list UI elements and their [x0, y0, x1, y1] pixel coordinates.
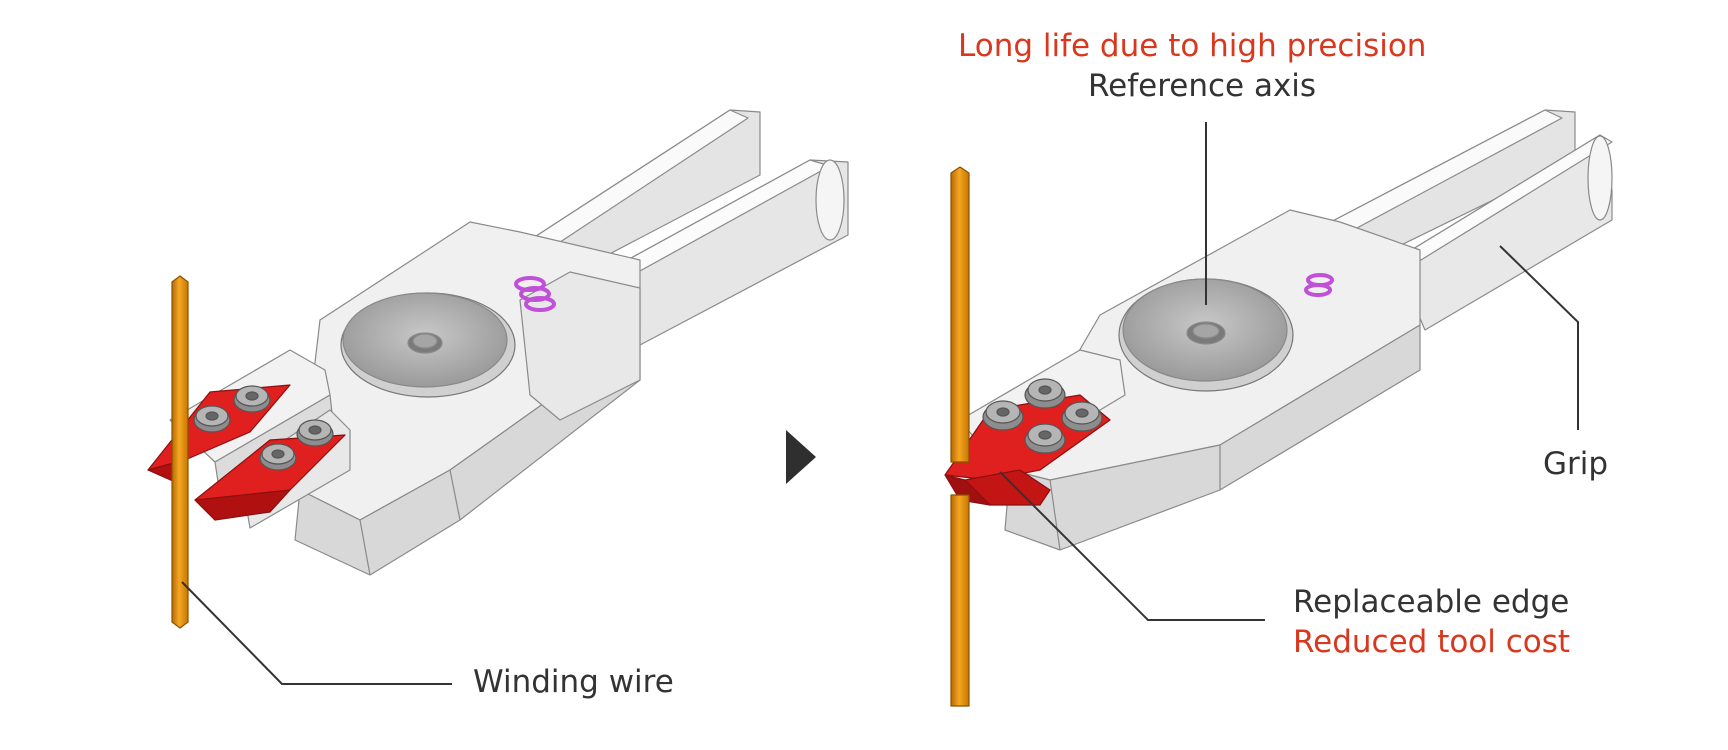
- winding-wire-leader: [181, 581, 452, 685]
- winding-wire: [950, 166, 970, 707]
- winding-wire-label: Winding wire: [473, 664, 674, 700]
- improved-cutter: [944, 109, 1613, 707]
- grip-label: Grip: [1543, 446, 1609, 482]
- replaceable-edge-label: Replaceable edge: [1293, 584, 1570, 620]
- spring: [514, 276, 556, 312]
- reference-axis-disc: [1118, 278, 1294, 392]
- conventional-cutter: [147, 109, 849, 629]
- grip-handle: [1394, 134, 1613, 331]
- tool-body: [294, 221, 641, 576]
- grip-leader: [1499, 245, 1579, 430]
- precision-benefit-label: Long life due to high precision: [958, 28, 1427, 64]
- right-triangle-icon: [786, 430, 816, 484]
- screws: [193, 385, 334, 471]
- replaceable-edge-leader: [999, 471, 1265, 621]
- screws: [982, 378, 1103, 454]
- lower-handle: [599, 159, 849, 346]
- pivot-disc: [340, 292, 516, 398]
- winding-wire: [171, 275, 189, 629]
- leader-lines: [181, 122, 1579, 685]
- spring: [1304, 273, 1334, 297]
- reference-axis-label: Reference axis: [1088, 68, 1317, 104]
- cost-benefit-label: Reduced tool cost: [1293, 624, 1571, 660]
